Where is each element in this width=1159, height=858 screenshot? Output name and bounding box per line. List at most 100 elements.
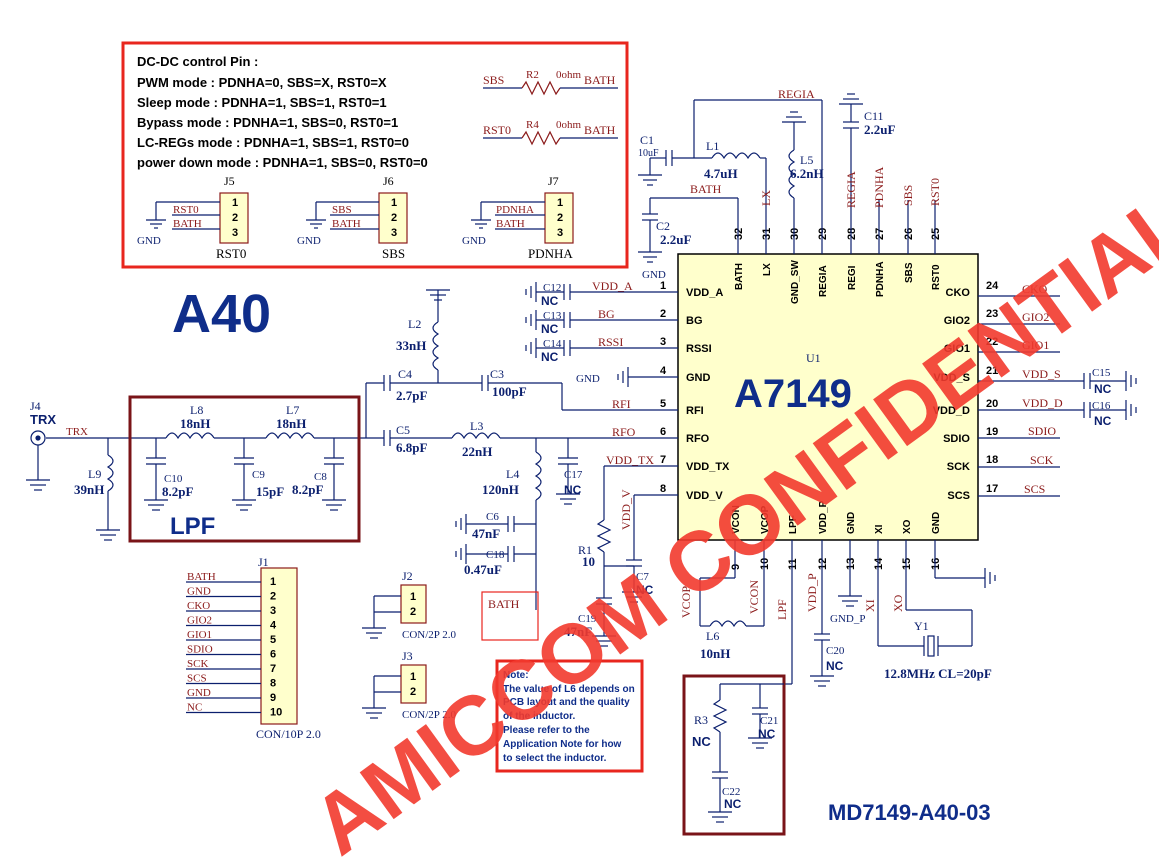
svg-text:6.8pF: 6.8pF [396, 440, 427, 455]
pin-number-18: 18 [986, 454, 998, 466]
svg-text:RSSI: RSSI [598, 335, 623, 349]
rf-wiring [26, 289, 678, 647]
pin-number-6: 6 [660, 426, 666, 438]
pin-name-rst0: RST0 [931, 264, 942, 290]
pin-number-24: 24 [986, 280, 999, 292]
svg-text:L9: L9 [88, 467, 101, 481]
svg-text:C8: C8 [314, 471, 327, 483]
svg-text:C5: C5 [396, 423, 410, 437]
pin-name-pdnha: PDNHA [875, 261, 886, 297]
resistor-r2: SBS R2 0ohm BATH [483, 69, 618, 96]
pin-name-vdd_p: VDD_P [818, 500, 829, 534]
svg-text:REGIA: REGIA [778, 87, 815, 101]
svg-text:22nH: 22nH [462, 444, 492, 459]
pin-number-8: 8 [660, 483, 666, 495]
svg-text:TRX: TRX [66, 426, 88, 438]
pin-number-29: 29 [817, 228, 829, 240]
svg-text:12.8MHz CL=20pF: 12.8MHz CL=20pF [884, 666, 992, 681]
svg-text:XO: XO [891, 594, 905, 612]
svg-text:VDD_P: VDD_P [805, 573, 819, 612]
svg-text:GND: GND [642, 269, 666, 281]
svg-text:1: 1 [557, 197, 563, 209]
pin-name-xi: XI [874, 524, 885, 534]
svg-text:VDD_TX: VDD_TX [606, 453, 654, 467]
svg-text:L4: L4 [506, 467, 519, 481]
svg-text:18nH: 18nH [276, 416, 306, 431]
pin-number-26: 26 [903, 228, 915, 240]
svg-text:to select the inductor.: to select the inductor. [503, 753, 607, 764]
pin-name-gnd: GND [931, 512, 942, 534]
svg-text:L7: L7 [286, 403, 299, 417]
svg-text:NC: NC [1094, 414, 1112, 428]
dcdc-control-box: DC-DC control Pin : PWM mode : PDNHA=0, … [121, 41, 629, 269]
svg-text:C14: C14 [543, 338, 562, 350]
svg-text:NC: NC [541, 322, 559, 336]
pin-name-sbs: SBS [904, 262, 915, 283]
chip-u1: A7149 U1 1VDD_A2BG3RSSI4GND5RFI6RFO7VDD_… [660, 228, 999, 570]
pin-name-rfi: RFI [686, 405, 704, 417]
svg-text:C15: C15 [1092, 367, 1111, 379]
svg-text:J2: J2 [402, 569, 413, 583]
right-pin-labels: CKO GIO2 GIO1 VDD_S VDD_D SDIO SCK SCS C… [1022, 282, 1112, 496]
svg-text:SBS: SBS [332, 204, 352, 216]
pin-number-12: 12 [817, 558, 829, 570]
left-pin-cap-labels: C12 NC C13 NC C14 NC VDD_A BG RSSI GND [541, 279, 633, 385]
dcdc-line-powerdown: power down mode : PDNHA=1, SBS=0, RST0=0 [137, 155, 428, 170]
svg-text:6.2nH: 6.2nH [790, 166, 824, 181]
svg-text:PDNHA: PDNHA [496, 204, 534, 216]
svg-text:2: 2 [232, 212, 238, 224]
lpf-box: LPF [128, 395, 361, 543]
svg-text:VDD_V: VDD_V [619, 489, 633, 530]
jumper-j7: J7 1 2 3 PDNHA PDNHA BATH GND [462, 174, 574, 261]
svg-text:VDD_D: VDD_D [1022, 396, 1063, 410]
jumper-j5: J5 1 2 3 RST0 RST0 BATH GND [137, 174, 249, 261]
j1-net-label: GND [187, 586, 211, 598]
svg-text:C10: C10 [164, 473, 183, 485]
svg-text:BATH: BATH [496, 218, 525, 230]
pin-number-31: 31 [761, 228, 773, 240]
svg-text:C13: C13 [543, 310, 562, 322]
svg-text:CON/2P 2.0: CON/2P 2.0 [402, 709, 456, 721]
j1-net-label: NC [187, 702, 202, 714]
svg-text:BATH: BATH [173, 218, 202, 230]
pin-number-2: 2 [660, 308, 666, 320]
j1-net-label: SDIO [187, 644, 213, 656]
left-pin-caps [525, 282, 678, 387]
dcdc-line-pwm: PWM mode : PDNHA=0, SBS=X, RST0=X [137, 75, 387, 90]
pin-name-regia: REGIA [818, 265, 829, 297]
svg-text:L2: L2 [408, 317, 421, 331]
svg-text:BG: BG [598, 307, 615, 321]
pin-name-sck: SCK [947, 461, 970, 473]
pin-name-sdio: SDIO [943, 433, 970, 445]
bottom-labels: VCOP VCON LPF VDD_P GND_P XI XO L6 10nH … [679, 573, 992, 681]
dcdc-line-sleep: Sleep mode : PDNHA=1, SBS=1, RST0=1 [137, 95, 387, 110]
svg-text:The value of L6 depends on: The value of L6 depends on [503, 684, 635, 695]
svg-text:NC: NC [564, 483, 582, 497]
svg-text:C21: C21 [760, 715, 778, 727]
pin-number-28: 28 [846, 228, 858, 240]
svg-text:L5: L5 [800, 153, 813, 167]
svg-text:R4: R4 [526, 119, 539, 131]
j1-net-label: CKO [187, 600, 210, 612]
pin-number-21: 21 [986, 365, 998, 377]
dcdc-line-bypass: Bypass mode : PDNHA=1, SBS=0, RST0=1 [137, 115, 398, 130]
resistor-r4: RST0 R4 0ohm BATH [483, 119, 618, 146]
svg-text:8.2pF: 8.2pF [292, 482, 323, 497]
svg-text:C16: C16 [1092, 400, 1111, 412]
svg-text:RST0: RST0 [483, 123, 511, 137]
svg-text:J4: J4 [30, 399, 41, 413]
svg-text:RST0: RST0 [216, 246, 246, 261]
svg-text:XI: XI [863, 599, 877, 612]
svg-text:C19: C19 [578, 613, 597, 625]
svg-text:GND: GND [462, 235, 486, 247]
pin-name-gnd: GND [846, 512, 857, 534]
svg-text:VDD_A: VDD_A [592, 279, 633, 293]
pin-name-gio2: GIO2 [944, 315, 970, 327]
pin-number-5: 5 [660, 398, 666, 410]
svg-text:L3: L3 [470, 419, 483, 433]
pin-number-11: 11 [787, 558, 799, 570]
svg-text:J1: J1 [258, 555, 269, 569]
svg-text:2.2uF: 2.2uF [864, 122, 895, 137]
j1-pin-number: 5 [270, 634, 276, 646]
